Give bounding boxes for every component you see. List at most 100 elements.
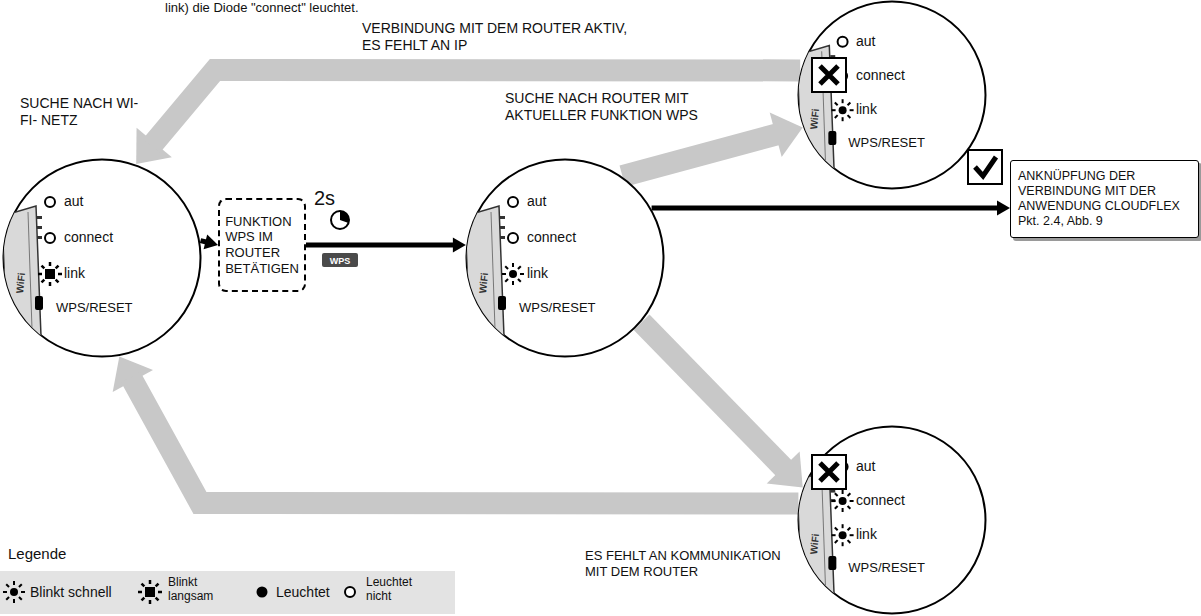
led-off-symbol <box>45 197 55 207</box>
status-circle: autconnectlinkWPS/RESETSUCHE NACH WI-FI-… <box>2 158 202 358</box>
arrow-head <box>113 356 153 392</box>
led-ray <box>142 598 145 601</box>
wps-button <box>828 131 836 145</box>
led-ray <box>38 273 42 276</box>
legend-band <box>0 571 455 614</box>
led-ray <box>835 493 838 496</box>
device-housing <box>797 471 835 616</box>
arrow-head <box>997 200 1010 215</box>
edge-label: 2s <box>314 186 354 210</box>
led-label: connect <box>64 229 113 246</box>
led-off <box>45 197 55 207</box>
led-ray <box>138 591 142 594</box>
led-ray <box>156 584 159 587</box>
led-ray <box>832 534 836 536</box>
led-core <box>839 531 847 539</box>
box-text: FUNKTION WPS IM ROUTER BETÄTIGEN <box>225 214 299 276</box>
device-led-slot <box>830 55 835 58</box>
led-off-symbol <box>508 197 518 207</box>
timer-face <box>331 211 349 229</box>
success-icon <box>968 150 1002 184</box>
led-ray <box>835 540 838 543</box>
led-ray <box>142 584 145 587</box>
led-ray <box>848 527 851 530</box>
device-edge <box>28 212 33 358</box>
led-ray <box>848 493 851 496</box>
led-ray <box>842 99 844 103</box>
led-ray <box>13 581 15 585</box>
legend-text: Blinkt schnell <box>30 584 140 601</box>
device-led-slot <box>500 236 505 239</box>
led-ray <box>19 597 22 600</box>
button-caption: WPS <box>322 254 358 268</box>
led-core <box>839 497 847 505</box>
status-circle: autconnectlinkWPS/RESET <box>797 0 987 190</box>
led-ray <box>21 591 25 593</box>
led-label: link <box>527 265 548 282</box>
device-edge <box>822 51 827 190</box>
status-circle: autconnectlinkWPS/RESETSUCHE NACH ROUTER… <box>465 158 665 358</box>
timer-icon <box>331 211 349 229</box>
device-led-slot <box>500 226 505 229</box>
led-ray <box>832 500 836 502</box>
arrow-head <box>204 235 218 250</box>
led-off-symbol <box>45 233 55 243</box>
device-led-slot <box>37 236 42 239</box>
led-ray <box>158 591 162 594</box>
arrow-shaft <box>201 241 208 243</box>
led-ray <box>848 540 851 543</box>
led-ray <box>835 506 838 509</box>
led-label: aut <box>64 193 83 210</box>
led-ray <box>156 598 159 601</box>
device-housing <box>465 206 505 368</box>
led-slow-symbol <box>138 580 162 604</box>
led-label: connect <box>527 229 576 246</box>
led-ray <box>6 597 9 600</box>
led-ray <box>42 266 45 269</box>
circle-outline <box>797 425 987 615</box>
led-ray <box>848 506 851 509</box>
button-label: WPS/RESET <box>848 135 925 151</box>
led-ray <box>850 500 854 502</box>
flow-arrow <box>306 237 466 252</box>
timer-wedge <box>340 211 349 223</box>
led-off <box>508 233 518 243</box>
device-led-slot <box>37 226 42 229</box>
led-ray <box>850 534 854 536</box>
arrow-shaft <box>306 243 455 248</box>
led-fast-symbol <box>832 99 854 121</box>
arrow-shaft <box>622 134 779 176</box>
led-ray <box>518 279 521 282</box>
wps-button <box>828 556 836 570</box>
state-heading: SUCHE NACH ROUTER MIT AKTUELLER FUNKTION… <box>505 90 727 124</box>
legend-text: Leuchtet <box>276 584 346 601</box>
device-led-slot <box>500 216 505 219</box>
led-ray <box>505 279 508 282</box>
led-off-symbol <box>838 462 848 472</box>
led-ray <box>19 584 22 587</box>
return-arrow <box>642 322 803 487</box>
led-label: link <box>856 101 877 118</box>
circle-outline <box>465 158 665 358</box>
device-led-slot <box>830 480 835 483</box>
box-text: ANKNÜPFUNG DER VERBINDUNG MIT DER ANWEND… <box>1018 169 1191 229</box>
led-slow-symbol <box>38 262 62 286</box>
led-label: aut <box>856 458 875 475</box>
led-off <box>345 587 355 597</box>
device-illustration <box>465 206 506 368</box>
edge-label: VERBINDUNG MIT DEM ROUTER AKTIV, ES FEHL… <box>362 20 647 54</box>
arrow-head <box>770 113 803 157</box>
button-label: WPS/RESET <box>519 300 596 316</box>
led-fast-symbol <box>832 490 854 512</box>
led-ray <box>49 262 52 266</box>
led-ray <box>56 280 59 283</box>
led-core <box>45 269 55 279</box>
wps-button <box>35 296 43 310</box>
led-core <box>145 587 155 597</box>
led-ray <box>56 266 59 269</box>
led-ray <box>835 527 838 530</box>
device-illustration <box>797 46 836 200</box>
led-ray <box>3 591 7 593</box>
device-edge <box>491 212 496 358</box>
state-heading: SUCHE NACH WI-FI- NETZ <box>20 95 152 129</box>
